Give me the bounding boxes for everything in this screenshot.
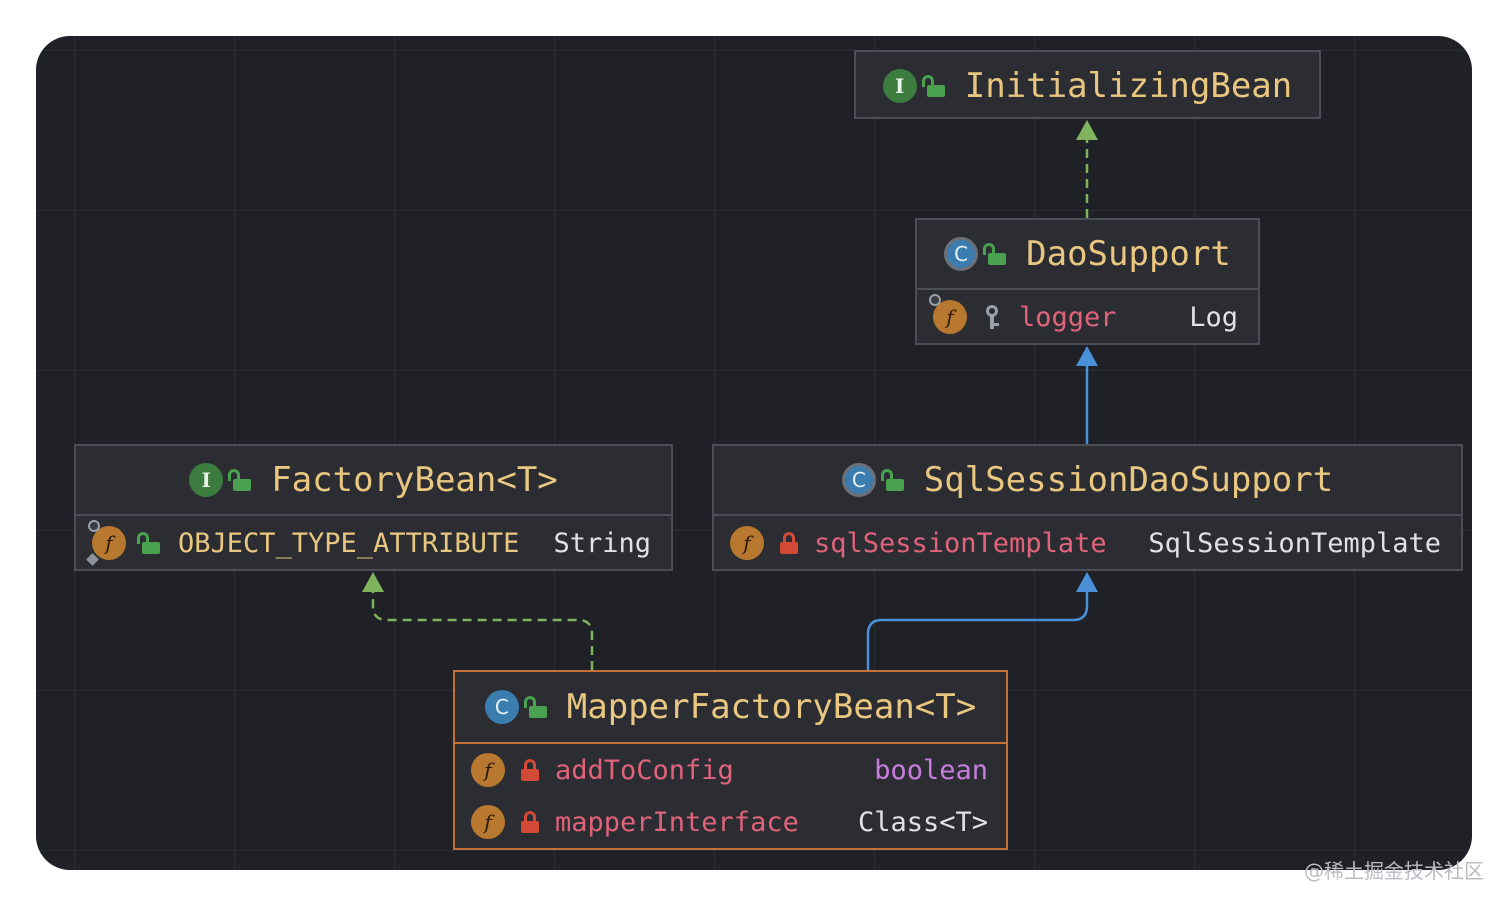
edge-mapperfactorybean-sqlsessiondaosupport xyxy=(866,592,1089,670)
node-mapper-factory-bean[interactable]: C MapperFactoryBean<T> f addToConfig boo… xyxy=(453,670,1008,850)
node-initializing-bean[interactable]: I InitializingBean xyxy=(854,50,1321,119)
public-lock-icon xyxy=(228,469,252,491)
interface-icon: I xyxy=(189,463,224,497)
field-name: mapperInterface xyxy=(555,806,799,838)
public-lock-icon xyxy=(880,469,904,491)
class-name: DaoSupport xyxy=(1026,234,1231,274)
public-lock-icon xyxy=(983,243,1007,265)
field-row-object-type-attribute[interactable]: f OBJECT_TYPE_ATTRIBUTE String xyxy=(76,517,671,569)
edge-mapperfactorybean-factorybean xyxy=(371,592,594,670)
field-name: OBJECT_TYPE_ATTRIBUTE xyxy=(178,527,520,559)
interface-icon: I xyxy=(882,68,917,103)
field-name: sqlSessionTemplate xyxy=(814,527,1107,559)
field-row-add-to-config[interactable]: f addToConfig boolean xyxy=(455,744,1006,796)
field-icon: f xyxy=(471,805,505,839)
field-name: addToConfig xyxy=(555,754,734,786)
field-type: String xyxy=(553,527,651,559)
field-row-sql-session-template[interactable]: f sqlSessionTemplate SqlSessionTemplate xyxy=(714,517,1461,569)
private-lock-icon xyxy=(780,532,798,554)
abstract-class-icon: C xyxy=(841,463,876,497)
class-name: FactoryBean<T> xyxy=(271,460,558,500)
node-dao-support[interactable]: C DaoSupport f logger Log xyxy=(915,218,1260,345)
public-lock-icon xyxy=(137,532,160,554)
arrowhead-daosupport xyxy=(1076,346,1098,366)
node-factory-bean[interactable]: I FactoryBean<T> f OBJECT_TYPE_ATTRIBUTE… xyxy=(74,444,673,571)
field-type: SqlSessionTemplate xyxy=(1148,527,1441,559)
node-sql-session-dao-support[interactable]: C SqlSessionDaoSupport f sqlSessionTempl… xyxy=(712,444,1463,571)
arrowhead-factorybean xyxy=(362,572,384,592)
field-type: Log xyxy=(1189,301,1238,333)
field-icon: f xyxy=(86,520,126,566)
class-icon: C xyxy=(484,690,519,724)
public-lock-icon xyxy=(523,696,547,718)
diagram-edges xyxy=(362,120,1098,670)
field-type: Class<T> xyxy=(857,806,988,838)
field-row-mapper-interface[interactable]: f mapperInterface Class<T> xyxy=(455,796,1006,848)
field-type: boolean xyxy=(874,754,988,786)
field-name: logger xyxy=(1019,301,1117,333)
diagram-canvas: I InitializingBean C DaoSupport f logger… xyxy=(36,36,1472,870)
arrowhead-initializingbean xyxy=(1076,120,1098,140)
field-icon: f xyxy=(730,526,764,560)
class-name: InitializingBean xyxy=(964,65,1293,106)
class-name: MapperFactoryBean<T> xyxy=(566,687,977,727)
arrowhead-sqlsessiondaosupport xyxy=(1076,572,1098,592)
package-private-key-icon xyxy=(983,305,1001,329)
field-icon: f xyxy=(929,294,967,334)
class-name: SqlSessionDaoSupport xyxy=(923,460,1334,500)
field-icon: f xyxy=(471,753,505,787)
public-lock-icon xyxy=(921,74,945,97)
private-lock-icon xyxy=(521,759,539,781)
abstract-class-icon: C xyxy=(944,237,979,271)
field-row-logger[interactable]: f logger Log xyxy=(917,291,1258,343)
watermark: @稀土掘金技术社区 xyxy=(1304,859,1484,883)
private-lock-icon xyxy=(521,811,539,833)
